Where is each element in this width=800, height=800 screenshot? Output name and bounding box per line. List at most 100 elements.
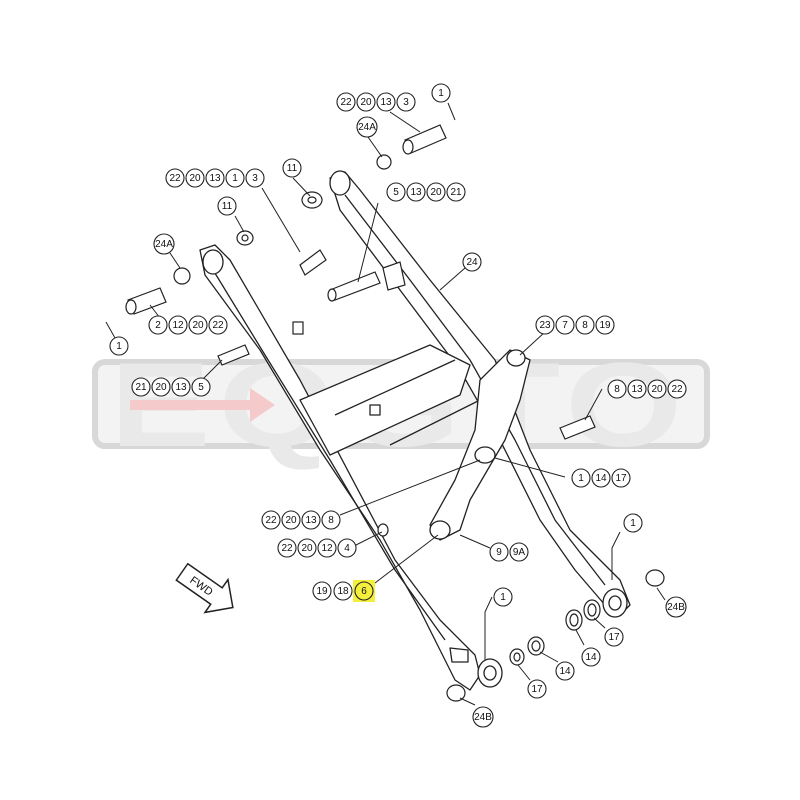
callout-label: 17 (608, 632, 620, 643)
callout-c-24b-right: 24B (665, 596, 687, 618)
callout-circle (208, 315, 228, 335)
callout-circle (472, 706, 494, 728)
callout-circle (185, 168, 205, 188)
callout-label: 22 (281, 543, 293, 554)
callout-circle (109, 336, 129, 356)
callout-circle (493, 587, 513, 607)
callout-circle (336, 92, 356, 112)
callout-circle (535, 315, 555, 335)
callout-circle (607, 379, 627, 399)
callout-circle (354, 581, 374, 601)
callout-label: 20 (189, 173, 201, 184)
callout-label: 23 (539, 320, 551, 331)
callout-label: 19 (316, 586, 328, 597)
callout-label: 14 (559, 666, 571, 677)
callout-circle (312, 581, 332, 601)
callout-label: 22 (212, 320, 224, 331)
callout-circle (665, 596, 687, 618)
callout-label: 18 (337, 586, 349, 597)
callout-label: 4 (344, 543, 350, 554)
callout-circle (376, 92, 396, 112)
callout-label: 8 (328, 515, 334, 526)
callout-circle (489, 542, 509, 562)
callout-circle (509, 542, 529, 562)
callout-label: 20 (285, 515, 297, 526)
callout-label: 20 (651, 384, 663, 395)
callout-label: 13 (410, 187, 422, 198)
callout-circle (168, 315, 188, 335)
callout-circle (245, 168, 265, 188)
callout-label: 5 (393, 187, 399, 198)
callout-circle (406, 182, 426, 202)
callout-circle (297, 538, 317, 558)
callout-label: 7 (562, 320, 568, 331)
callout-c-top-1: 1 (431, 83, 451, 103)
callout-circle (581, 647, 601, 667)
callout-circle (611, 468, 631, 488)
callout-c-17-right: 17 (604, 627, 624, 647)
callout-label: 20 (301, 543, 313, 554)
callout-circle (337, 538, 357, 558)
callout-c-17-bottom: 17 (527, 679, 547, 699)
callout-circle (386, 182, 406, 202)
callout-label: 9A (513, 547, 526, 558)
callout-circle (396, 92, 416, 112)
callout-label: 8 (582, 320, 588, 331)
callout-label: 24A (358, 122, 376, 133)
callout-circle (281, 510, 301, 530)
callout-label: 19 (599, 320, 611, 331)
callout-circle (153, 233, 175, 255)
callout-circle (277, 538, 297, 558)
callout-circle (595, 315, 615, 335)
callout-circle (426, 182, 446, 202)
callout-c-22-20-12-4: 22 20 12 4 (277, 538, 357, 558)
callout-label: 1 (116, 341, 122, 352)
callout-c-14-right: 14 (581, 647, 601, 667)
callout-circle (555, 315, 575, 335)
callout-label: 21 (450, 187, 462, 198)
callout-circle (282, 158, 302, 178)
callout-circle (627, 379, 647, 399)
callout-label: 24 (466, 257, 478, 268)
callout-c-19-18-6: 19 18 6 (312, 580, 375, 602)
callout-label: 11 (222, 201, 233, 212)
callout-label: 1 (500, 592, 506, 603)
callout-c-1-left: 1 (109, 336, 129, 356)
callout-circle (261, 510, 281, 530)
callout-label: 20 (430, 187, 442, 198)
callout-label: 24B (667, 602, 685, 613)
callout-c-9-9a: 9 9A (489, 542, 529, 562)
callout-c-24: 24 (462, 252, 482, 272)
callout-label: 22 (340, 97, 352, 108)
callout-label: 6 (361, 586, 367, 597)
callout-circle (317, 538, 337, 558)
watermark-arrow-icon (130, 388, 275, 422)
callout-label: 2 (155, 320, 161, 331)
callout-label: 21 (135, 382, 147, 393)
callout-c-11-left: 11 (217, 196, 237, 216)
hardware-parts (125, 124, 665, 702)
callout-circle (446, 182, 466, 202)
callout-circle (131, 377, 151, 397)
callout-label: 20 (360, 97, 372, 108)
callout-c-23-group: 23 7 8 19 (535, 315, 615, 335)
callout-label: 12 (321, 543, 333, 554)
callout-circle (301, 510, 321, 530)
callout-label: 22 (169, 173, 181, 184)
callout-label: 3 (403, 97, 409, 108)
callout-label: 9 (496, 547, 502, 558)
callout-circle (591, 468, 611, 488)
callout-label: 22 (265, 515, 277, 526)
callout-c-1-mid: 1 (493, 587, 513, 607)
callout-c-24a-top: 24A (356, 116, 378, 138)
callout-c-5-group: 5 13 20 21 (386, 182, 466, 202)
callout-circle (647, 379, 667, 399)
callout-circle (356, 92, 376, 112)
callout-label: 24B (474, 712, 492, 723)
callout-circle (217, 196, 237, 216)
